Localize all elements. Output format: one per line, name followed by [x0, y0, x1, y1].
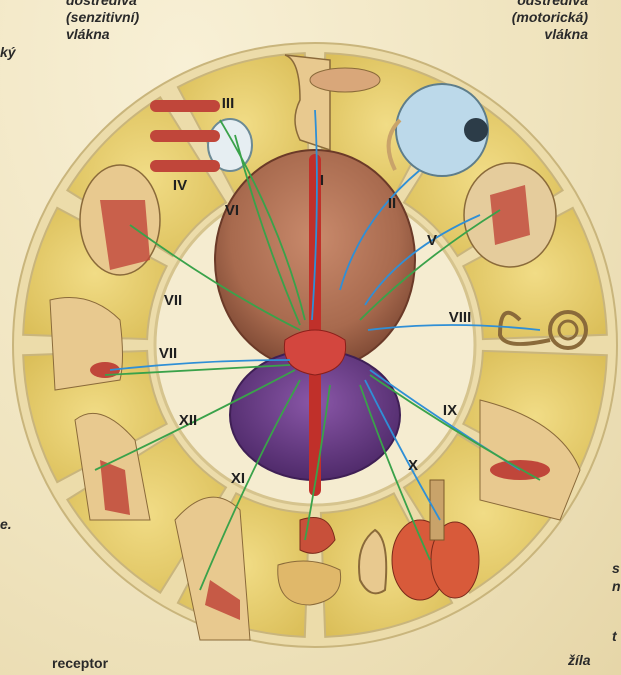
- vein-label: žíla: [568, 652, 591, 668]
- nerve-label-iii: III: [222, 95, 235, 112]
- brain: [215, 150, 415, 490]
- nerve-label-xii: XII: [179, 412, 197, 429]
- nerve-label-ii: II: [388, 195, 396, 212]
- nerve-label-viii: VIII: [449, 309, 472, 326]
- nerve-label-i: I: [320, 172, 324, 189]
- organ-face-panel: [80, 165, 160, 275]
- receptor-label: receptor: [52, 655, 108, 671]
- nerve-label-v: V: [427, 232, 437, 249]
- nerve-label-iv: IV: [173, 177, 187, 194]
- nerve-label-vii: VII: [164, 292, 182, 309]
- nerve-label-xi: XI: [231, 470, 245, 487]
- nerve-label-ix: IX: [443, 402, 457, 419]
- nerve-label-vii: VII: [159, 345, 177, 362]
- nerve-label-x: X: [408, 457, 418, 474]
- nerve-label-vi: VI: [225, 202, 239, 219]
